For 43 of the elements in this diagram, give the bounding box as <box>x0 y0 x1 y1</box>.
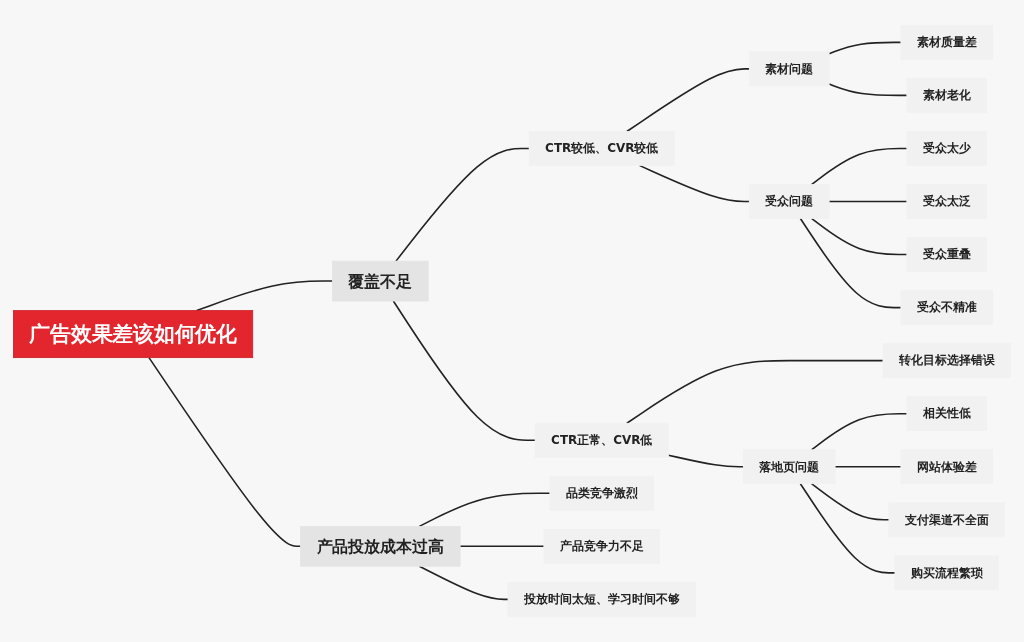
node-box: CTR较低、CVR较低 <box>528 131 675 166</box>
connector <box>392 300 536 442</box>
connector <box>626 359 884 425</box>
node-box: 转化目标选择错误 <box>882 343 1011 379</box>
node-box: 网站体验差 <box>900 449 994 485</box>
node-box: 落地页问题 <box>742 449 836 485</box>
connector <box>418 565 509 601</box>
connector <box>148 357 302 548</box>
node-box: 受众太泛 <box>906 184 988 219</box>
node-box: 购买流程繁琐 <box>894 555 999 591</box>
connector <box>810 413 908 451</box>
node-box: 相关性低 <box>906 396 988 432</box>
connector <box>799 483 896 574</box>
connector <box>810 147 908 186</box>
connector <box>418 492 551 528</box>
node-box: 支付渠道不全面 <box>888 502 1005 538</box>
node-box: 素材质量差 <box>900 25 994 60</box>
node-box: 素材问题 <box>748 51 830 87</box>
node-box: CTR正常、CVR低 <box>534 423 669 458</box>
connector <box>195 280 334 312</box>
connector <box>626 68 751 133</box>
connector <box>459 545 545 548</box>
connector <box>810 483 890 521</box>
connector <box>799 217 902 309</box>
node-box: 投放时间太短、学习时间不够 <box>507 582 696 617</box>
node-box: 产品投放成本过高 <box>300 526 461 567</box>
connector <box>828 41 902 55</box>
node-box: 受众问题 <box>748 184 830 219</box>
node-box: 产品竞争力不足 <box>543 529 660 564</box>
node-box: 广告效果差该如何优化 <box>13 310 254 359</box>
node-box: 素材老化 <box>906 78 988 113</box>
node-box: 受众重叠 <box>906 237 988 273</box>
connector <box>828 83 908 97</box>
connector <box>834 466 902 468</box>
node-box: 受众不精准 <box>900 290 994 326</box>
node-box: 覆盖不足 <box>332 260 429 302</box>
connector <box>395 147 530 263</box>
node-box: 品类竞争激烈 <box>549 476 654 511</box>
connector <box>667 454 745 468</box>
node-box: 受众太少 <box>906 131 988 166</box>
connector <box>810 217 908 256</box>
connector <box>638 164 751 203</box>
connector <box>828 200 908 203</box>
